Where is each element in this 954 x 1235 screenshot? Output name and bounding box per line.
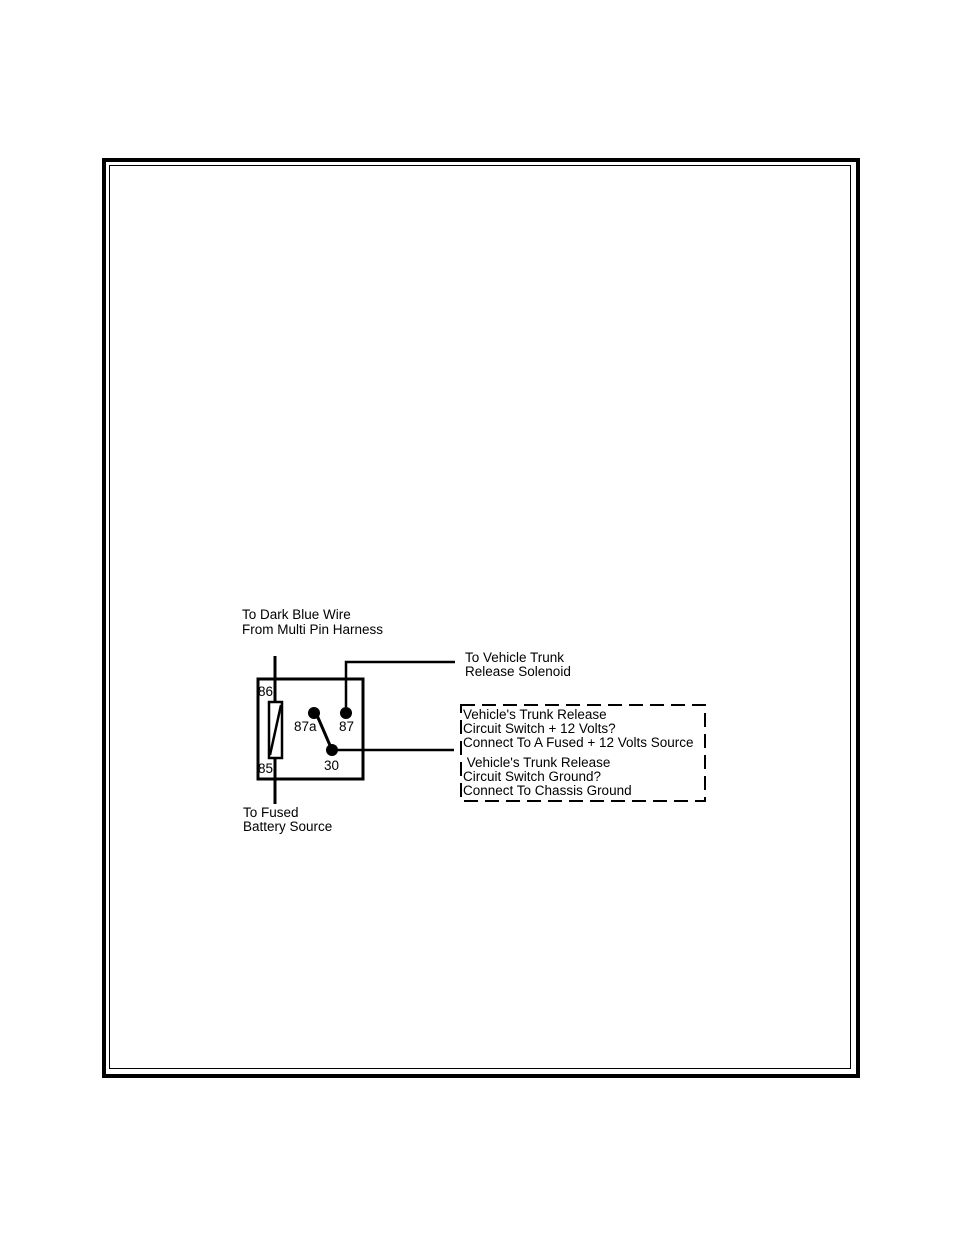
switch-arm (316, 713, 332, 750)
pin-label-87: 87 (339, 719, 354, 734)
harness-label-line2: From Multi Pin Harness (242, 622, 383, 637)
note-line5: Circuit Switch Ground? (463, 769, 601, 784)
harness-label-line1: To Dark Blue Wire (242, 607, 351, 622)
note-line1: Vehicle's Trunk Release (463, 707, 607, 722)
note-line4: Vehicle's Trunk Release (463, 755, 610, 770)
note-line6: Connect To Chassis Ground (463, 783, 632, 798)
note-line3: Connect To A Fused + 12 Volts Source (463, 735, 694, 750)
terminal-87-dot (340, 707, 352, 719)
note-line2: Circuit Switch + 12 Volts? (463, 721, 616, 736)
pin-label-86: 86 (258, 684, 273, 699)
pin-label-30: 30 (324, 758, 339, 773)
solenoid-label-line2: Release Solenoid (465, 664, 571, 679)
pin-label-85: 85 (258, 761, 273, 776)
battery-label-line1: To Fused (243, 805, 299, 820)
pin-label-87a: 87a (294, 719, 317, 734)
solenoid-label-line1: To Vehicle Trunk (465, 650, 564, 665)
battery-label-line2: Battery Source (243, 819, 332, 834)
